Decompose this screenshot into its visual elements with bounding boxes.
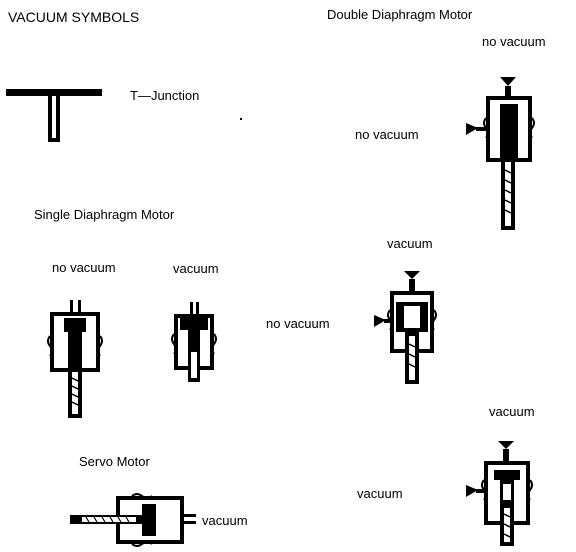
servo-vacuum-label: vacuum: [202, 513, 248, 528]
double-diaphragm-no-vacuum-symbol: [466, 77, 535, 230]
double-diaphragm-heading: Double Diaphragm Motor: [327, 7, 473, 22]
single-diaphragm-heading: Single Diaphragm Motor: [34, 207, 175, 222]
double-diaphragm-top-vacuum-symbol: [374, 271, 437, 384]
double-diaphragm-both-vacuum-symbol: [466, 441, 533, 546]
double-diaphragm-bottom-vacuum-label: vacuum: [489, 404, 535, 419]
t-junction-symbol: [6, 89, 102, 142]
page-title: VACUUM SYMBOLS: [8, 9, 140, 25]
single-diaphragm-no-vacuum-label: no vacuum: [52, 260, 116, 275]
double-diaphragm-mid-vacuum-label: vacuum: [387, 236, 433, 251]
servo-motor-symbol: [70, 493, 196, 547]
single-diaphragm-no-vacuum-symbol: [47, 300, 103, 418]
stray-dot: [240, 118, 242, 120]
double-diaphragm-mid-side-no-vacuum-label: no vacuum: [266, 316, 330, 331]
double-diaphragm-bottom-side-vacuum-label: vacuum: [357, 486, 403, 501]
single-diaphragm-vacuum-label: vacuum: [173, 261, 219, 276]
t-junction-label: T—Junction: [130, 88, 200, 103]
servo-motor-heading: Servo Motor: [79, 454, 150, 469]
double-diaphragm-side-no-vacuum-label: no vacuum: [355, 127, 419, 142]
double-diaphragm-top-no-vacuum-label: no vacuum: [482, 34, 546, 49]
single-diaphragm-vacuum-symbol: [171, 302, 217, 382]
